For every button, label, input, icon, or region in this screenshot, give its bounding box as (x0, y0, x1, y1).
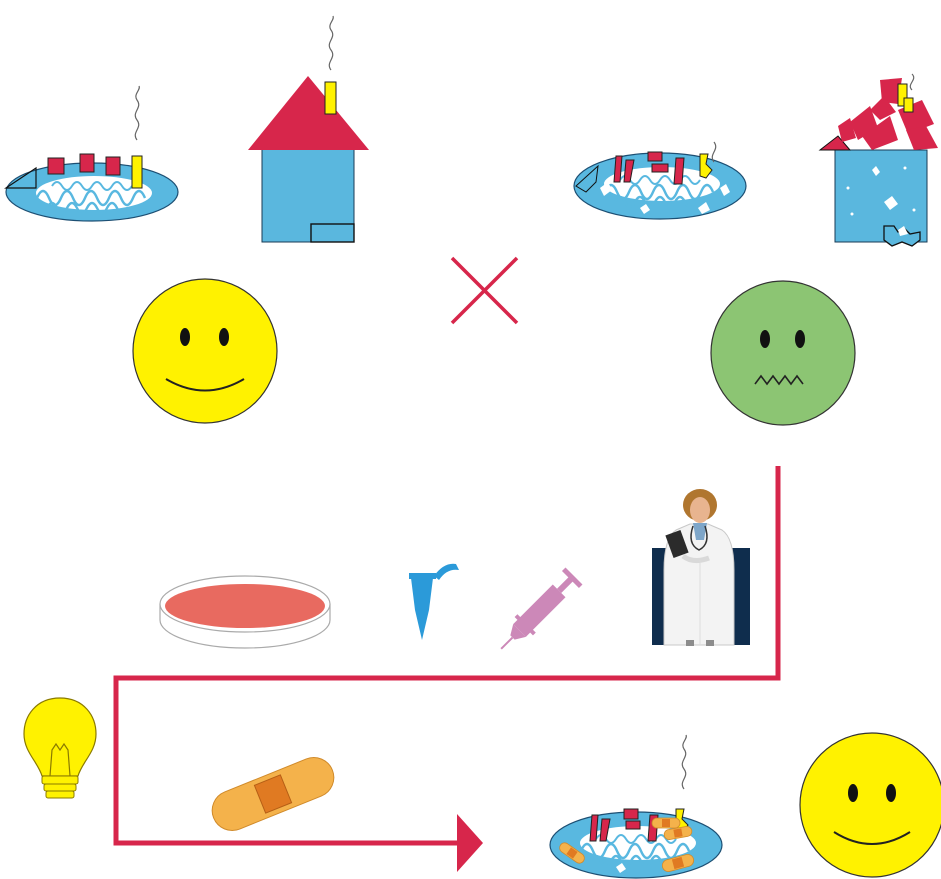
doctor-icon (652, 489, 750, 646)
lightbulb-icon (23, 697, 97, 799)
healthy-house-icon (248, 15, 369, 243)
microtube-icon (409, 563, 459, 640)
bandage-icon (211, 757, 335, 831)
syringe-icon (500, 567, 583, 650)
process-arrow-icon (113, 466, 781, 872)
sick-face-icon (710, 280, 856, 426)
petri-dish-icon (159, 575, 331, 649)
damaged-cell-icon (573, 141, 747, 220)
damaged-house-icon (818, 73, 938, 247)
healthy-cell-icon (4, 85, 179, 222)
repaired-cell-icon (549, 734, 723, 879)
happy-face-final-icon (799, 732, 941, 878)
cross-mark-icon (450, 256, 519, 325)
happy-face-icon (132, 278, 278, 424)
